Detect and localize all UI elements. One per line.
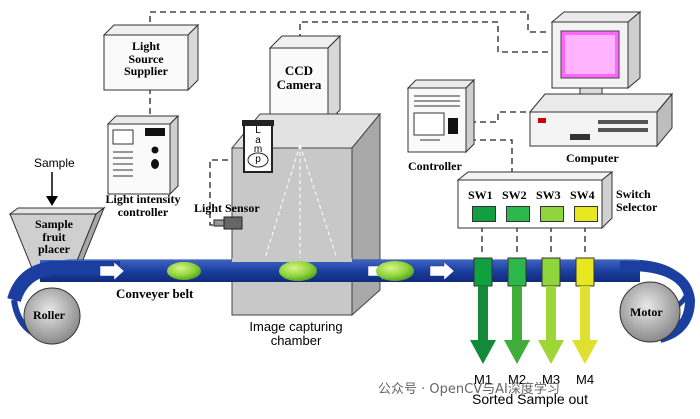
light-source-supplier-label: Light Source Supplier [123, 39, 168, 79]
sw3-label: SW3 [536, 188, 561, 202]
ccd-camera-label: CCD Camera [276, 63, 322, 92]
sorted-sample-out-label: Sorted Sample out [472, 391, 588, 407]
light-intensity-controller-label: Light intensity controller [105, 192, 181, 219]
sw1-label: SW1 [468, 188, 493, 202]
light-sensor [213, 216, 243, 230]
sw2-label: SW2 [502, 188, 527, 202]
lamp [242, 120, 274, 173]
sw3-button [540, 206, 564, 222]
m1-label: M1 [474, 372, 493, 387]
conveyer-belt-label: Conveyer belt [116, 286, 194, 301]
m4-label: M4 [576, 372, 595, 387]
chamber-edge [232, 258, 352, 262]
switch-selector-label: Switch Selector [616, 187, 658, 214]
sw4-button [574, 206, 598, 222]
controller-device [406, 78, 476, 154]
computer [528, 10, 674, 148]
output-arrows [470, 286, 598, 364]
sample-label: Sample [34, 156, 75, 170]
sample-fruit-placer-label: Sample fruit placer [34, 217, 73, 257]
light-source-supplier-box [102, 23, 200, 92]
motor-label: Motor [630, 305, 663, 319]
watermark: 公众号 · OpenCV与AI深度学习 [378, 382, 560, 397]
sw4-label: SW4 [570, 188, 595, 202]
motor [619, 281, 681, 343]
sample-arrow [46, 172, 58, 206]
light-sensor-label: Light Sensor [194, 201, 260, 215]
roller [23, 287, 81, 345]
roller-label: Roller [33, 308, 65, 322]
sw1-button [472, 206, 496, 222]
lamp-label: L a m p [253, 125, 263, 165]
image-capturing-chamber-label: Image capturing chamber [249, 319, 343, 348]
controller-label: Controller [408, 159, 462, 173]
m3-label: M3 [542, 372, 561, 387]
m2-label: M2 [508, 372, 527, 387]
computer-label: Computer [566, 151, 619, 165]
image-capturing-chamber [230, 112, 382, 317]
sw2-button [506, 206, 530, 222]
fruits [167, 261, 414, 281]
light-intensity-controller-device [106, 114, 180, 196]
